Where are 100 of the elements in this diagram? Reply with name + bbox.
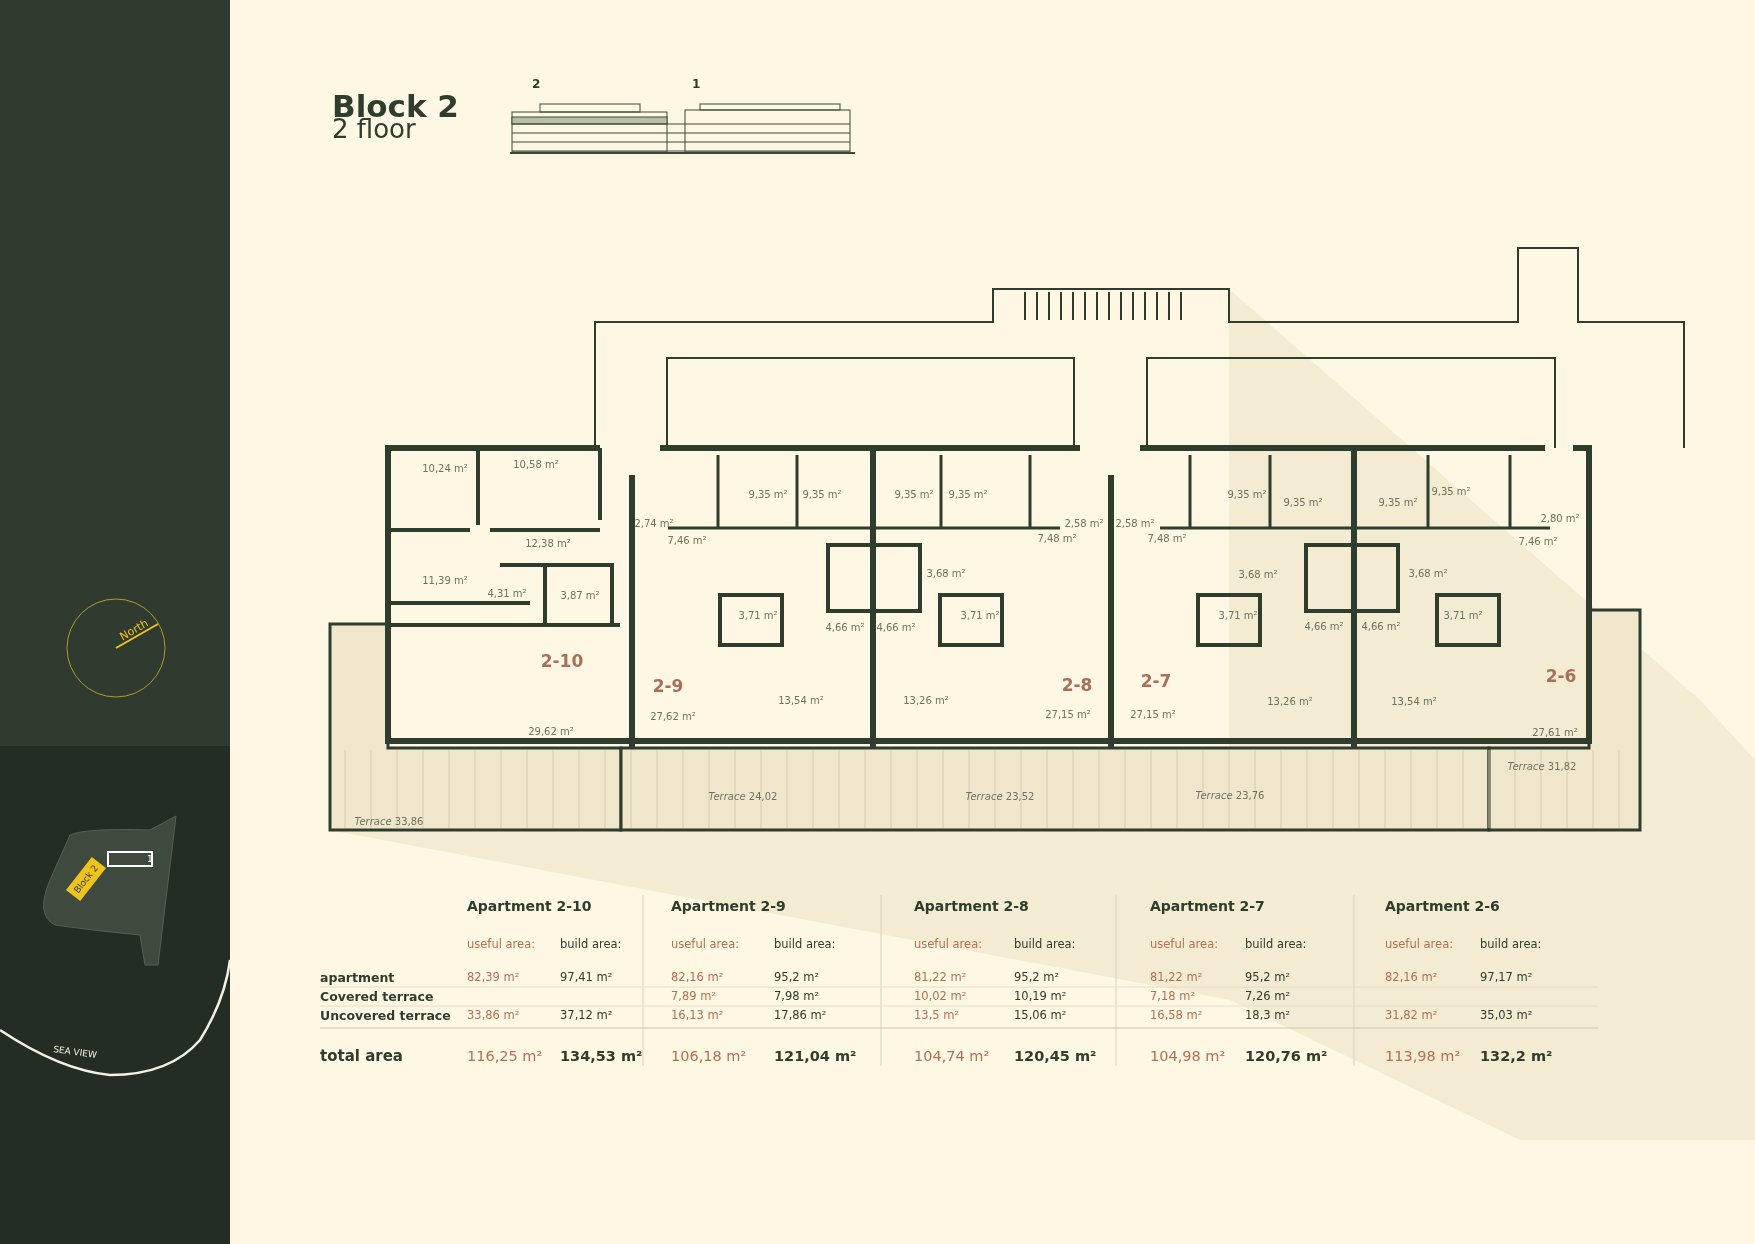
area-value: 7,18 m² xyxy=(1150,989,1196,1003)
area-value: 10,19 m² xyxy=(1014,989,1067,1003)
column-header: build area: xyxy=(1014,937,1076,951)
area-value: 17,86 m² xyxy=(774,1008,827,1022)
apartment-header: Apartment 2-8 xyxy=(914,898,1029,914)
room-area-label: 3,68 m² xyxy=(1408,567,1448,579)
room-area-label: 3,71 m² xyxy=(738,609,778,621)
area-value: 18,3 m² xyxy=(1245,1008,1291,1022)
apartment-number: 2-7 xyxy=(1140,671,1172,691)
area-value: 106,18 m² xyxy=(671,1048,747,1064)
room-area-label: 13,26 m² xyxy=(903,694,949,706)
room-area-label: 2,58 m² xyxy=(1115,517,1155,529)
area-value: 95,2 m² xyxy=(774,970,820,984)
elevation-number: 1 xyxy=(692,77,701,91)
room-area-label: 11,39 m² xyxy=(422,574,468,586)
room-area-label: 27,15 m² xyxy=(1130,708,1176,720)
area-value: 13,5 m² xyxy=(914,1008,960,1022)
area-value: 81,22 m² xyxy=(1150,970,1203,984)
terrace-label: Terrace 23,76 xyxy=(1195,789,1265,801)
room-area-label: 9,35 m² xyxy=(1431,485,1471,497)
area-value: 7,98 m² xyxy=(774,989,820,1003)
area-value: 82,16 m² xyxy=(1385,970,1438,984)
room-area-label: 4,66 m² xyxy=(1361,620,1401,632)
room-area-label: 4,66 m² xyxy=(1304,620,1344,632)
room-area-label: 9,35 m² xyxy=(802,488,842,500)
room-area-label: 3,71 m² xyxy=(960,609,1000,621)
apartment-number: 2-9 xyxy=(652,676,684,696)
room-area-label: 9,35 m² xyxy=(748,488,788,500)
column-header: useful area: xyxy=(467,937,536,951)
area-value: 97,17 m² xyxy=(1480,970,1533,984)
apartment-number: 2-8 xyxy=(1061,675,1093,695)
area-value: 82,39 m² xyxy=(467,970,520,984)
apartment-header: Apartment 2-7 xyxy=(1150,898,1265,914)
area-value: 16,13 m² xyxy=(671,1008,724,1022)
area-value: 95,2 m² xyxy=(1014,970,1060,984)
room-area-label: 7,48 m² xyxy=(1037,532,1077,544)
area-value: 134,53 m² xyxy=(560,1048,643,1064)
room-area-label: 10,24 m² xyxy=(422,462,468,474)
room-area-label: 2,74 m² xyxy=(634,517,674,529)
room-area-label: 7,48 m² xyxy=(1147,532,1187,544)
room-area-label: 3,68 m² xyxy=(1238,568,1278,580)
terrace-label: Terrace 23,52 xyxy=(965,790,1035,802)
apartment-number: 2-10 xyxy=(540,651,584,671)
room-area-label: 13,26 m² xyxy=(1267,695,1313,707)
area-value: 31,82 m² xyxy=(1385,1008,1438,1022)
room-area-label: 3,87 m² xyxy=(560,589,600,601)
sea-view-label: SEA VIEW xyxy=(52,1044,98,1060)
room-area-label: 29,62 m² xyxy=(528,725,574,737)
row-label: apartment xyxy=(320,969,395,985)
column-header: useful area: xyxy=(914,937,983,951)
room-area-label: 9,35 m² xyxy=(1378,496,1418,508)
room-area-label: 4,66 m² xyxy=(876,621,916,633)
area-value: 81,22 m² xyxy=(914,970,967,984)
room-area-label: 27,61 m² xyxy=(1532,726,1578,738)
apartment-header: Apartment 2-10 xyxy=(467,898,592,914)
room-area-label: 7,46 m² xyxy=(667,534,707,546)
room-area-label: 27,62 m² xyxy=(650,710,696,722)
area-value: 116,25 m² xyxy=(467,1048,543,1064)
column-header: build area: xyxy=(774,937,836,951)
room-area-label: 7,46 m² xyxy=(1518,535,1558,547)
area-value: 113,98 m² xyxy=(1385,1048,1461,1064)
room-area-label: 12,38 m² xyxy=(525,537,571,549)
row-label: Covered terrace xyxy=(320,988,434,1004)
room-area-label: 2,58 m² xyxy=(1064,517,1104,529)
room-area-label: 9,35 m² xyxy=(1227,488,1267,500)
apartment-header: Apartment 2-9 xyxy=(671,898,786,914)
area-value: 132,2 m² xyxy=(1480,1048,1553,1064)
terrace-label: Terrace 24,02 xyxy=(708,790,778,802)
row-label: total area xyxy=(320,1047,403,1065)
column-header: useful area: xyxy=(1150,937,1219,951)
area-value: 7,26 m² xyxy=(1245,989,1291,1003)
room-area-label: 10,58 m² xyxy=(513,458,559,470)
room-area-label: 13,54 m² xyxy=(1391,695,1437,707)
room-area-label: 27,15 m² xyxy=(1045,708,1091,720)
area-value: 104,74 m² xyxy=(914,1048,990,1064)
column-header: build area: xyxy=(1480,937,1542,951)
elevation-number: 2 xyxy=(532,77,541,91)
row-label: Uncovered terrace xyxy=(320,1007,451,1023)
column-header: build area: xyxy=(560,937,622,951)
area-value: 95,2 m² xyxy=(1245,970,1291,984)
area-value: 16,58 m² xyxy=(1150,1008,1203,1022)
terrace-label: Terrace 33,86 xyxy=(354,815,424,827)
area-value: 121,04 m² xyxy=(774,1048,857,1064)
apartment-header: Apartment 2-6 xyxy=(1385,898,1500,914)
area-value: 120,45 m² xyxy=(1014,1048,1097,1064)
column-header: useful area: xyxy=(1385,937,1454,951)
room-area-label: 9,35 m² xyxy=(948,488,988,500)
room-area-label: 4,66 m² xyxy=(825,621,865,633)
area-value: 10,02 m² xyxy=(914,989,967,1003)
area-value: 33,86 m² xyxy=(467,1008,520,1022)
area-value: 82,16 m² xyxy=(671,970,724,984)
room-area-label: 3,68 m² xyxy=(926,567,966,579)
area-value: 97,41 m² xyxy=(560,970,613,984)
room-area-label: 13,54 m² xyxy=(778,694,824,706)
column-header: build area: xyxy=(1245,937,1307,951)
area-value: 7,89 m² xyxy=(671,989,717,1003)
room-area-label: 3,71 m² xyxy=(1443,609,1483,621)
area-value: 120,76 m² xyxy=(1245,1048,1328,1064)
area-value: 104,98 m² xyxy=(1150,1048,1226,1064)
area-value: 15,06 m² xyxy=(1014,1008,1067,1022)
